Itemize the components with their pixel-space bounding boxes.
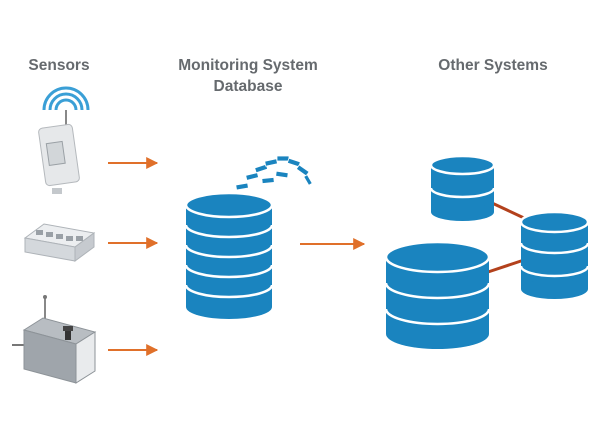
other-system-database-large xyxy=(384,240,491,349)
monitoring-database-icon xyxy=(184,191,274,319)
terminal-module-sensor-icon xyxy=(23,223,96,262)
other-system-database-top xyxy=(429,154,496,221)
other-systems-heading: Other Systems xyxy=(438,57,548,74)
monitoring-heading-line1: Monitoring System xyxy=(178,57,318,74)
data-packets-icon xyxy=(235,155,313,191)
sensors-heading: Sensors xyxy=(28,57,90,74)
monitoring-heading-line2: Database xyxy=(213,78,283,95)
probe-enclosure-sensor-icon xyxy=(12,295,97,384)
monitoring-system-heading: Monitoring System Database xyxy=(158,55,338,97)
connector-top-to-right xyxy=(491,201,525,220)
wireless-sensor-icon xyxy=(38,86,90,194)
other-system-database-right xyxy=(519,210,590,299)
connector-large-to-right xyxy=(487,258,525,274)
